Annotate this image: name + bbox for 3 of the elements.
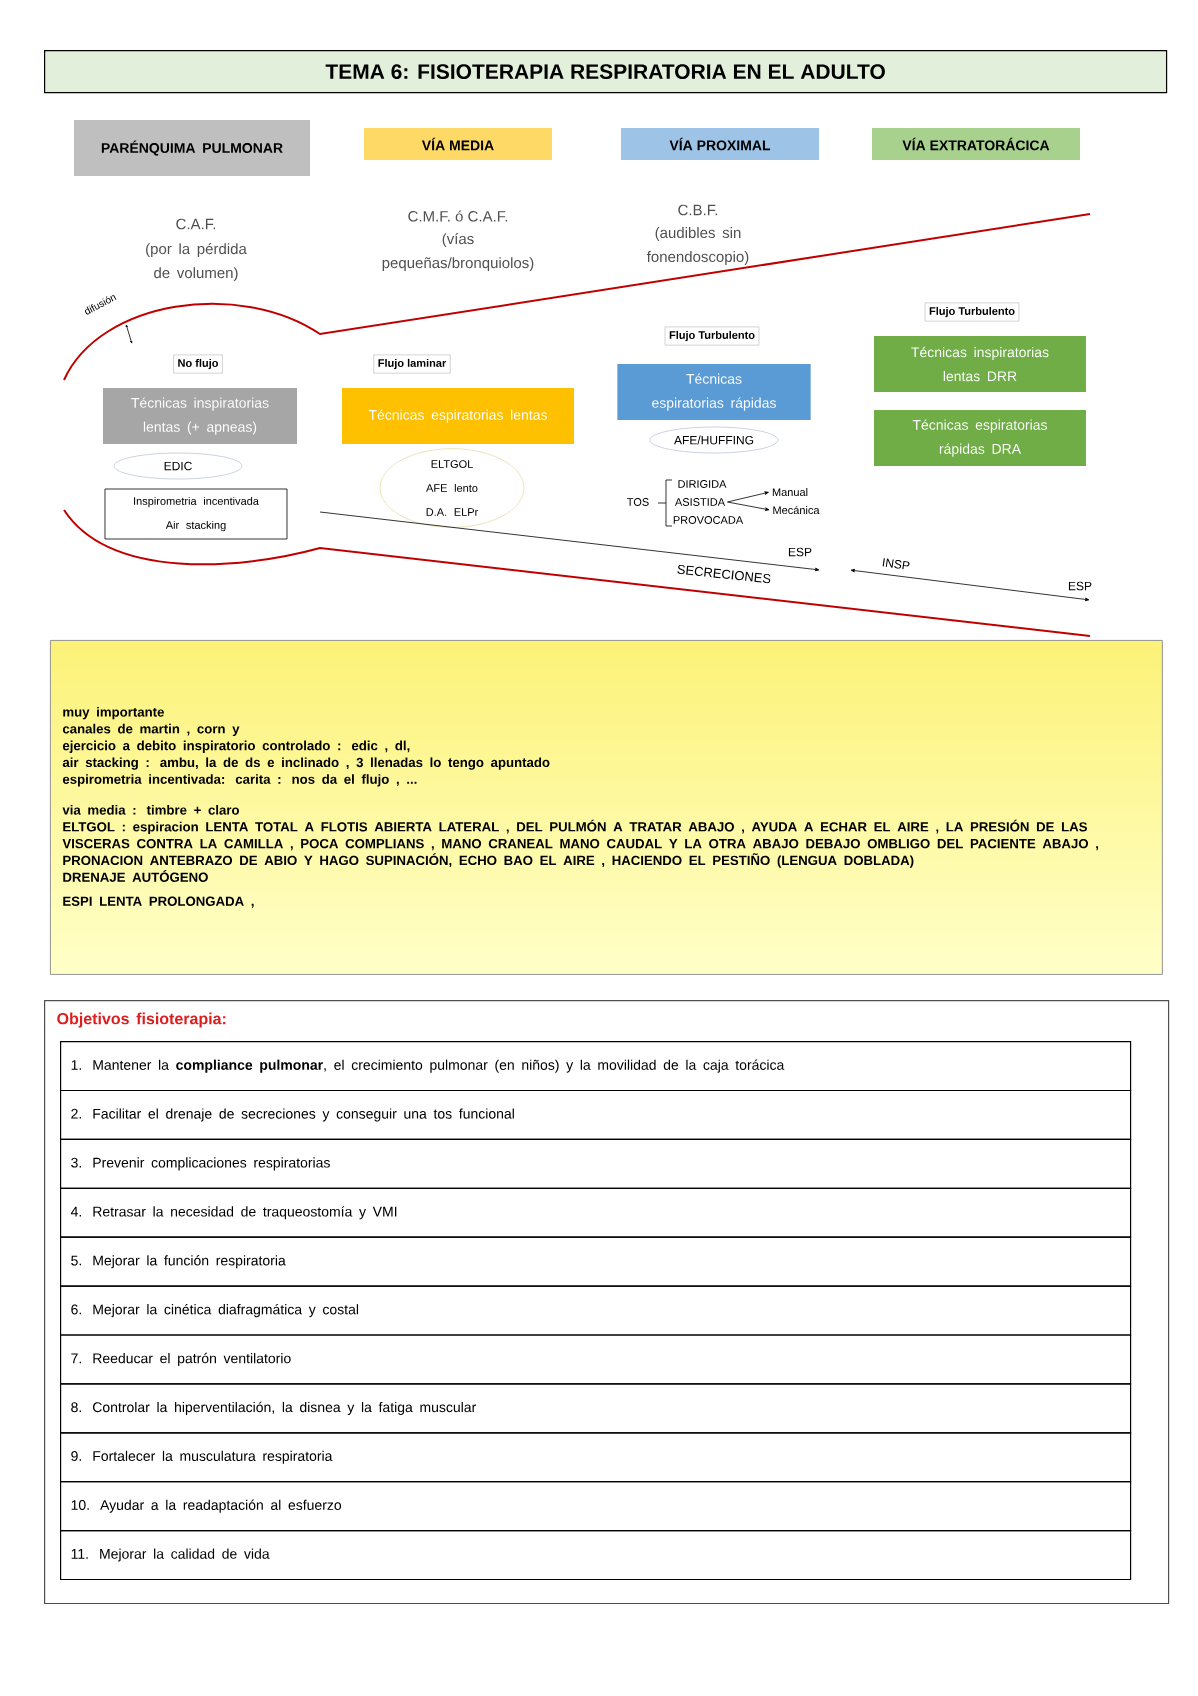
arrow: [727, 501, 770, 511]
arrow: [727, 491, 769, 503]
title-banner: TEMA 6: FISIOTERAPIA RESPIRATORIA EN EL ADULTO: [44, 50, 1168, 94]
